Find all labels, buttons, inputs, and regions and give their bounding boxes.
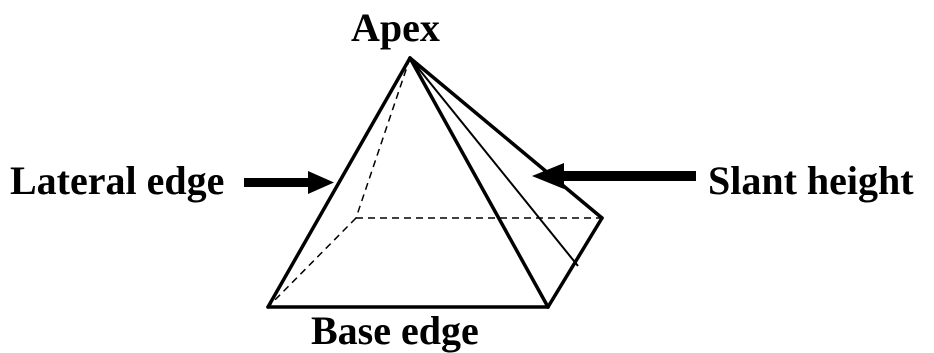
lateral-edge-right: [408, 56, 604, 220]
base-edge-label: Base edge: [311, 308, 479, 353]
hidden-lateral-edge: [355, 57, 411, 219]
slant-height-line: [409, 57, 579, 267]
lateral-edge-label: Lateral edge: [10, 158, 225, 203]
apex-label: Apex: [351, 5, 440, 50]
lateral-edge-left: [266, 56, 412, 309]
lateral-edge-arrow: [244, 171, 334, 194]
lateral-edge-front: [408, 56, 550, 309]
slant-height-label: Slant height: [708, 158, 914, 203]
hidden-left-base-edge: [267, 217, 357, 308]
slant-height-arrow: [532, 163, 696, 189]
